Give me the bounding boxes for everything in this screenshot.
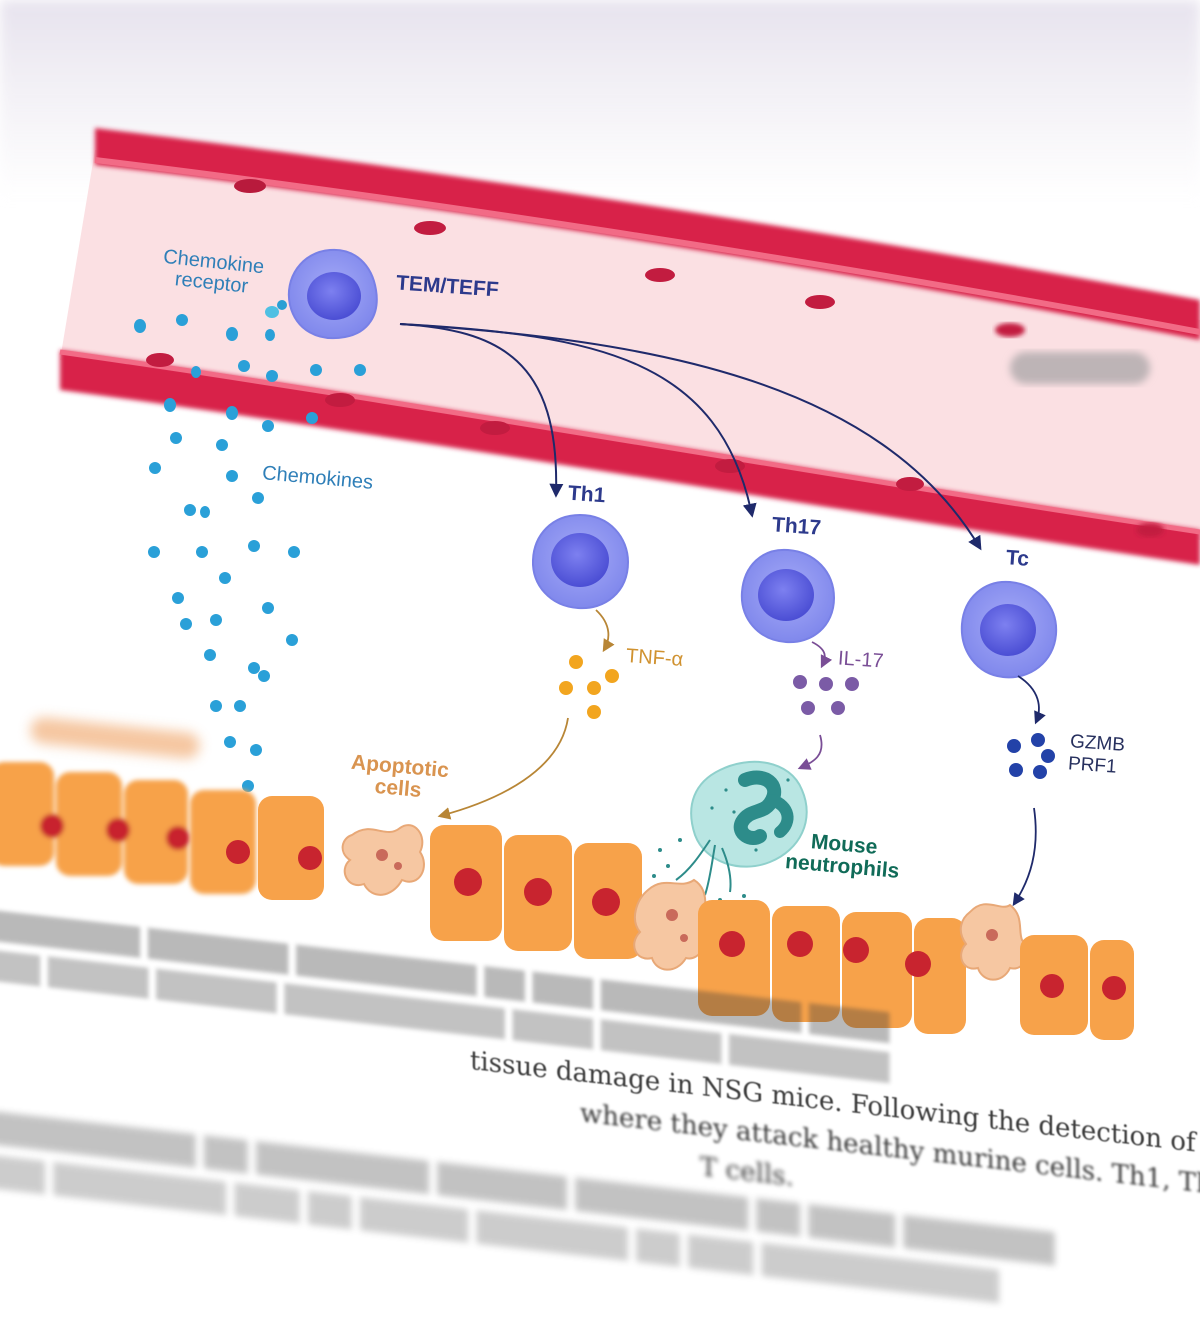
differentiation-arrows (399, 323, 982, 551)
il17-dots (793, 675, 859, 715)
label-tc: Tc (1005, 546, 1030, 571)
epithelium-layer (0, 762, 1134, 1040)
endothelial-nucleus (480, 421, 510, 435)
endothelial-nucleus (1136, 523, 1164, 537)
apoptotic-cell (633, 878, 707, 971)
endothelial-nucleus (146, 353, 174, 367)
arrow-to-tc (399, 323, 982, 551)
label-prf1: PRF1 (1067, 753, 1118, 778)
th1-cell (531, 513, 630, 610)
mouse-neutrophil (638, 760, 808, 908)
caption-focus-text-3: T cells. (700, 1152, 794, 1193)
vessel-top-wall (95, 128, 1200, 340)
arrow-to-th1 (399, 323, 564, 498)
chemokine-receptor-icon (265, 306, 279, 318)
vessel-lumen (60, 150, 1200, 540)
arrow-gzmb-to-target (1012, 807, 1037, 907)
chemokine-dots (134, 314, 366, 792)
endothelial-nucleus (995, 323, 1025, 337)
arrow-tnf-to-apoptotic (437, 717, 569, 820)
vessel-bottom-wall-highlight (59, 349, 1200, 535)
endothelial-nucleus (414, 221, 446, 235)
epithelial-cell (914, 918, 966, 1034)
epithelial-cell (0, 762, 54, 866)
chemokine-receptor-icon (277, 300, 287, 310)
endothelial-nucleus (234, 179, 266, 193)
blood-vessel (59, 128, 1200, 565)
tem-teff-cell (265, 248, 378, 340)
cell-nucleus (980, 604, 1036, 656)
label-tnf-alpha: TNF-α (625, 645, 684, 671)
epithelial-cell (56, 772, 122, 876)
tc-cell (960, 580, 1058, 679)
gzmb-prf1-dots (1007, 733, 1055, 779)
epithelial-cell (698, 900, 770, 1016)
arrow-th1-to-tnf (595, 609, 615, 653)
label-gzmb: GZMB (1069, 731, 1126, 756)
cell-nucleus (551, 533, 609, 587)
endothelial-nucleus (645, 268, 675, 282)
apoptotic-cell (959, 903, 1029, 981)
endothelial-nucleus (805, 295, 835, 309)
label-th17: Th17 (771, 513, 822, 540)
vessel-top-wall-highlight (94, 157, 1200, 335)
epithelial-cell (772, 906, 840, 1022)
arrow-il17-to-neutrophils (797, 734, 823, 770)
epithelial-cell (190, 790, 256, 894)
endothelial-nucleus (715, 459, 745, 473)
epithelial-cell (124, 780, 188, 884)
label-th1: Th1 (567, 481, 607, 508)
vessel-blurred-tag (1010, 352, 1150, 384)
endothelial-nucleus (896, 477, 924, 491)
label-apoptotic-cells: Apoptotic cells (350, 750, 450, 802)
epithelial-cell (258, 796, 324, 900)
label-il17: IL-17 (837, 647, 885, 673)
tnf-alpha-dots (559, 655, 619, 719)
endothelial-nucleus (325, 393, 355, 407)
diagram-canvas (0, 128, 1200, 1040)
th17-cell (740, 548, 836, 644)
cell-nucleus (758, 569, 814, 621)
arrow-th17-to-il17 (811, 641, 833, 669)
cell-nucleus (307, 272, 361, 320)
arrow-tc-to-gzmb (1017, 675, 1046, 725)
